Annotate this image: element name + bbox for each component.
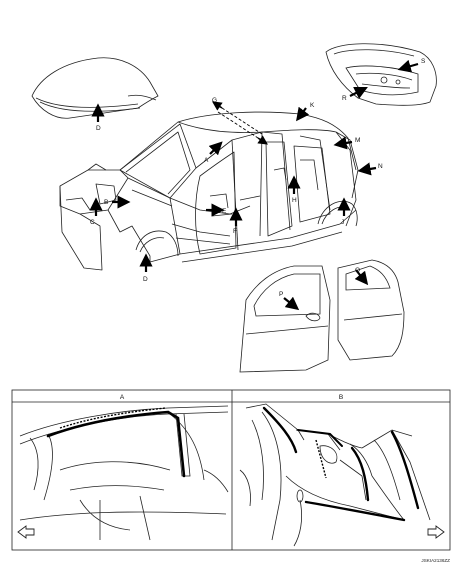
front-door-label-p: P <box>279 291 283 298</box>
body-label-n: N <box>378 163 383 170</box>
hood-drawing <box>31 57 159 119</box>
detail-a-front-arrow <box>17 525 35 539</box>
front-door-drawing <box>239 265 331 373</box>
body-arrow-n <box>357 162 377 176</box>
apron-label-b: B <box>104 199 108 206</box>
detail-b-sealer-bead-bottom <box>304 500 406 522</box>
detail-b-sealer-bead-left <box>262 406 298 454</box>
body-label-m: M <box>355 137 360 144</box>
roof-arrow-k <box>296 106 310 122</box>
detail-b-front-arrow <box>427 525 445 539</box>
detail-a-sealer-bead <box>46 410 186 478</box>
rear-door-arrow-q <box>354 269 369 286</box>
body-arrow-m <box>333 136 353 150</box>
center-label-h: H <box>292 197 297 204</box>
rear-door-label-q: Q <box>355 267 360 274</box>
floor-label-e: E <box>222 208 227 215</box>
back-door-label-s: S <box>421 58 426 65</box>
detail-a-sealer-dashed <box>59 407 167 429</box>
back-door-arrow-s <box>397 59 419 73</box>
body-shell-drawing <box>59 111 359 271</box>
apron-label-c: C <box>90 219 95 226</box>
detail-b-sealer-bead-right <box>390 430 420 510</box>
detail-b-title: B <box>339 394 343 401</box>
hood-label: D <box>96 125 101 132</box>
detail-a-title: A <box>120 394 125 401</box>
detail-b-sealer-upper <box>297 429 343 447</box>
detail-frame <box>11 389 451 551</box>
back-door-arrow-r <box>349 87 368 99</box>
detail-a-drawing <box>19 405 229 541</box>
figure-code: JSKIA2136ZZ <box>421 558 450 563</box>
roof-arrow-g <box>212 101 268 145</box>
front-door-arrow-p <box>283 296 300 311</box>
roof-label-g: G <box>212 97 217 104</box>
detail-b-drawing <box>239 403 431 547</box>
detail-b-sealer-dashed <box>315 439 327 479</box>
pillar-arrow-a <box>208 141 223 156</box>
back-door-label-r: R <box>342 95 347 102</box>
pillar-label-a: A <box>204 157 209 164</box>
lower-label-d: D <box>143 276 148 283</box>
detail-b-sealer-bead-inner <box>350 446 370 502</box>
roof-seam-dashed <box>217 107 263 139</box>
roof-label-k: K <box>310 102 315 109</box>
rear-door-drawing <box>337 259 405 361</box>
floor-label-f: F <box>233 228 237 235</box>
rear-label-j: J <box>341 219 344 226</box>
